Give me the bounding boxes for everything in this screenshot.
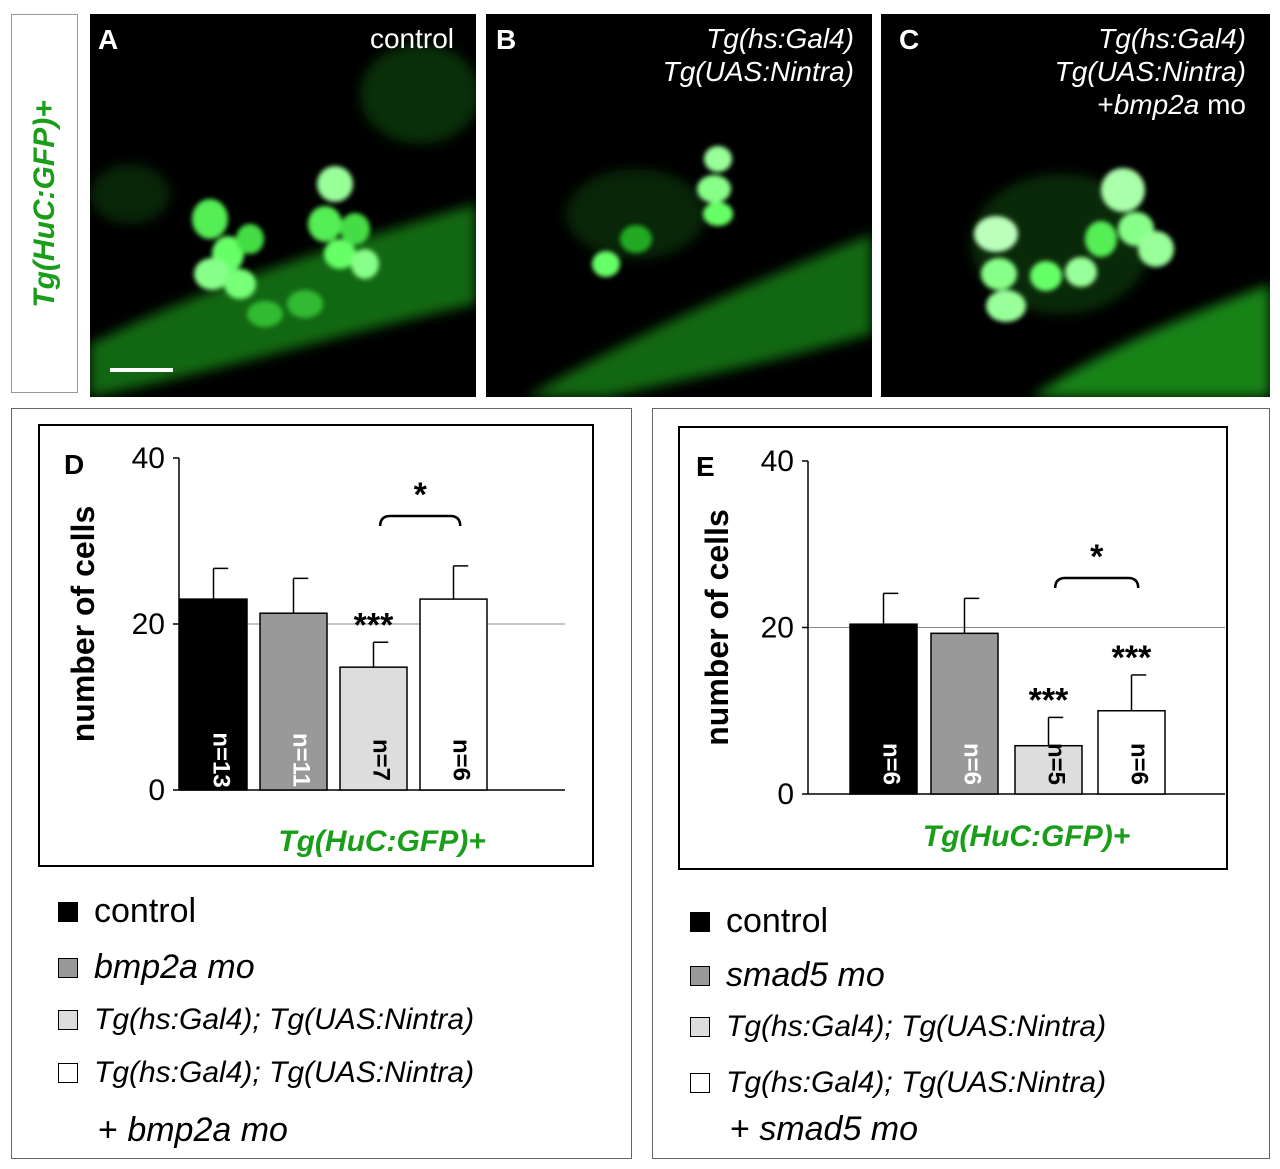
caption-line: +bmp2a mo: [1097, 89, 1246, 120]
significance-bracket: [1053, 576, 1140, 589]
caption-line: Tg(hs:Gal4): [706, 23, 854, 54]
legend-sublabel: + bmp2a mo: [98, 1111, 288, 1149]
significance-label: ***: [354, 606, 394, 644]
legend-item: smad5 mo: [690, 956, 885, 995]
micrograph-c: C Tg(hs:Gal4) Tg(UAS:Nintra) +bmp2a mo: [881, 14, 1270, 397]
micrograph-b: B Tg(hs:Gal4) Tg(UAS:Nintra): [486, 14, 872, 397]
chart-d: D 0 20 40 number of cells n=13 n=11 n=7 *** n=6 * T…: [64, 442, 565, 858]
bracket-label: *: [1090, 538, 1104, 576]
y-tick-label: 40: [132, 442, 165, 475]
n-label: n=6: [878, 743, 905, 785]
panel-letter: E: [696, 451, 715, 482]
caption-line: control: [369, 23, 454, 54]
bar: [179, 598, 248, 791]
y-tick-label: 20: [761, 612, 794, 645]
panel-caption-b: Tg(hs:Gal4) Tg(UAS:Nintra): [663, 22, 854, 88]
x-axis-label: Tg(HuC:GFP)+: [278, 825, 485, 858]
legend-item: Tg(hs:Gal4); Tg(UAS:Nintra): [58, 1056, 474, 1090]
legend-swatch: [690, 1017, 710, 1037]
panel-e-outer: [652, 408, 1270, 1159]
panel-caption-c: Tg(hs:Gal4) Tg(UAS:Nintra) +bmp2a mo: [1055, 22, 1246, 121]
significance-label: ***: [1029, 681, 1069, 719]
row-label-box: Tg(HuC:GFP)+: [11, 14, 78, 393]
bar: [930, 632, 999, 795]
y-tick-label: 20: [132, 608, 165, 641]
significance-label: ***: [1112, 639, 1152, 677]
legend-label: Tg(hs:Gal4); Tg(UAS:Nintra): [726, 1066, 1107, 1099]
legend-item: control: [690, 902, 828, 941]
panel-d-chart-frame: D 0 20 40 number of cells n=13 n=11 n=7 *** n=6 * T…: [38, 424, 594, 867]
legend-item: bmp2a mo: [58, 948, 255, 987]
legend-item: Tg(hs:Gal4); Tg(UAS:Nintra): [690, 1010, 1106, 1044]
caption-line: Tg(UAS:Nintra): [662, 56, 854, 87]
y-tick-label: 0: [777, 778, 794, 811]
n-label: n=6: [1126, 743, 1153, 785]
legend-label: control: [726, 902, 829, 940]
panel-letter-b: B: [496, 24, 517, 55]
legend-item: control: [58, 892, 196, 931]
n-label: n=6: [959, 743, 986, 785]
bar: [419, 598, 488, 791]
legend-label: Tg(hs:Gal4); Tg(UAS:Nintra): [726, 1010, 1107, 1043]
y-axis-label: number of cells: [65, 506, 101, 743]
panel-d-outer: [11, 408, 632, 1159]
n-label: n=7: [368, 739, 395, 781]
legend-swatch: [690, 1073, 710, 1093]
legend-swatch: [690, 965, 710, 986]
legend-swatch: [58, 957, 78, 978]
panel-letter-c: C: [899, 24, 920, 55]
legend-swatch: [58, 901, 78, 922]
bar: [339, 666, 408, 791]
scale-bar: [110, 368, 173, 372]
bracket-label: *: [414, 476, 428, 514]
legend-label: Tg(hs:Gal4); Tg(UAS:Nintra): [94, 1056, 475, 1089]
bar: [259, 612, 328, 791]
y-axis-label: number of cells: [699, 509, 735, 746]
legend-item: Tg(hs:Gal4); Tg(UAS:Nintra): [58, 1003, 474, 1037]
bar: [1014, 744, 1083, 795]
significance-bracket: [378, 514, 462, 527]
legend-item: Tg(hs:Gal4); Tg(UAS:Nintra): [690, 1066, 1106, 1100]
caption-line: Tg(hs:Gal4): [1098, 23, 1246, 54]
bar: [849, 623, 918, 795]
legend-label: bmp2a mo: [94, 948, 255, 986]
legend-swatch: [690, 911, 710, 932]
legend-swatch: [58, 1010, 78, 1030]
micrograph-a: A control: [90, 14, 476, 397]
n-label: n=13: [208, 732, 235, 787]
y-tick-label: 0: [148, 774, 165, 807]
legend-sublabel: + smad5 mo: [730, 1110, 919, 1148]
x-axis-label: Tg(HuC:GFP)+: [923, 820, 1130, 853]
legend-label: control: [94, 892, 197, 930]
legend-label: smad5 mo: [726, 956, 885, 994]
panel-letter: D: [64, 449, 84, 480]
n-label: n=11: [288, 733, 315, 787]
y-tick-label: 40: [761, 445, 794, 478]
legend-swatch: [58, 1063, 78, 1083]
legend-label: Tg(hs:Gal4); Tg(UAS:Nintra): [94, 1003, 475, 1036]
row-label: Tg(HuC:GFP)+: [27, 99, 61, 308]
caption-line: Tg(UAS:Nintra): [1054, 56, 1246, 87]
n-label: n=6: [448, 739, 475, 781]
panel-letter-a: A: [98, 24, 119, 55]
n-label: n=5: [1043, 743, 1070, 785]
panel-caption-a: control: [370, 22, 454, 55]
